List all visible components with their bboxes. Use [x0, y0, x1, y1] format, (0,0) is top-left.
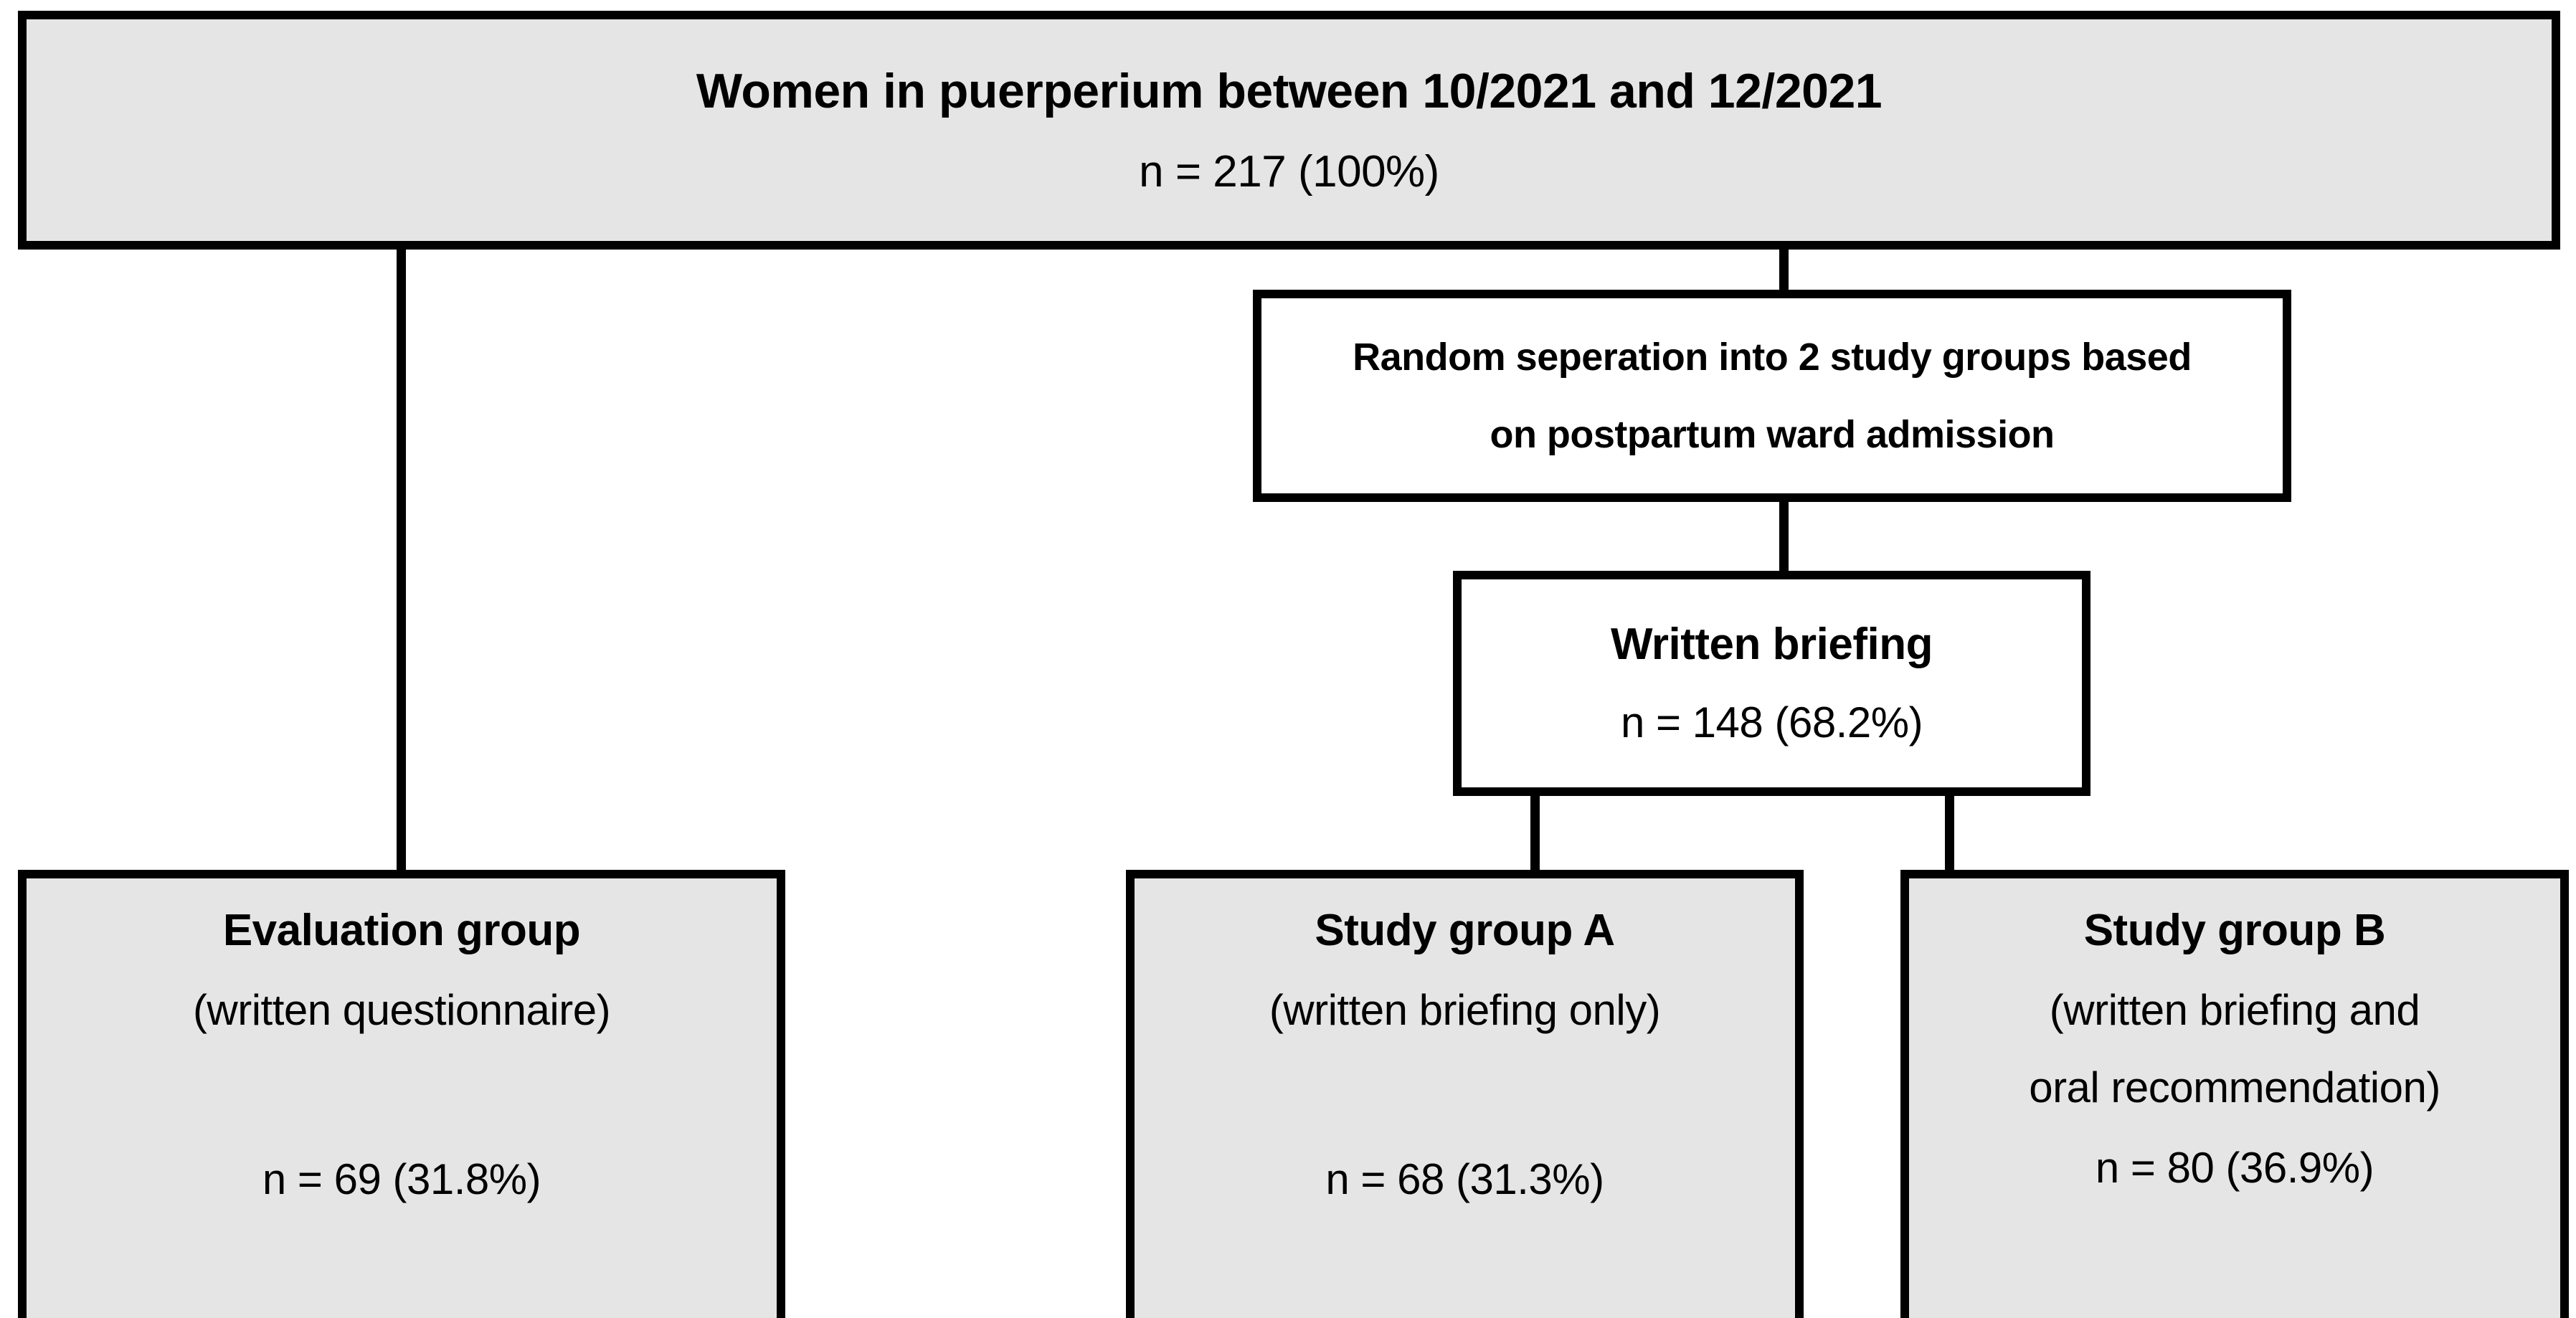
study-group-a-subtitle: (written briefing only) [1269, 986, 1661, 1034]
randomization-line-1: Random seperation into 2 study groups ba… [1353, 336, 2192, 379]
connector-header-to-evaluation [397, 241, 406, 872]
study-group-b-subtitle-line-2: oral recommendation) [2029, 1063, 2440, 1111]
connector-randomization-to-written-briefing [1779, 499, 1789, 574]
node-written-briefing: Written briefing n = 148 (68.2%) [1453, 571, 2090, 796]
evaluation-group-title: Evaluation group [222, 906, 581, 955]
connector-written-briefing-to-study-group-a [1530, 787, 1540, 873]
header-count: n = 217 (100%) [1139, 146, 1439, 196]
node-header-cohort: Women in puerperium between 10/2021 and … [18, 11, 2560, 250]
node-study-group-b: Study group B (written briefing and oral… [1900, 870, 2569, 1318]
header-title: Women in puerperium between 10/2021 and … [696, 63, 1883, 118]
study-group-b-count: n = 80 (36.9%) [2095, 1144, 2374, 1192]
node-evaluation-group: Evaluation group (written questionnaire)… [18, 870, 785, 1318]
study-group-b-title: Study group B [2083, 906, 2386, 955]
node-study-group-a: Study group A (written briefing only) n … [1126, 870, 1804, 1318]
connector-written-briefing-to-study-group-b [1945, 787, 1954, 873]
connector-header-to-randomization [1779, 241, 1789, 293]
node-randomization: Random seperation into 2 study groups ba… [1253, 290, 2291, 502]
study-group-a-count: n = 68 (31.3%) [1325, 1155, 1604, 1203]
written-briefing-count: n = 148 (68.2%) [1620, 698, 1923, 746]
randomization-line-2: on postpartum ward admission [1490, 413, 2055, 456]
written-briefing-title: Written briefing [1611, 620, 1933, 669]
study-group-a-title: Study group A [1315, 906, 1615, 955]
evaluation-group-count: n = 69 (31.8%) [262, 1155, 541, 1203]
study-group-b-subtitle-line-1: (written briefing and [2049, 986, 2420, 1034]
evaluation-group-subtitle: (written questionnaire) [192, 986, 611, 1034]
